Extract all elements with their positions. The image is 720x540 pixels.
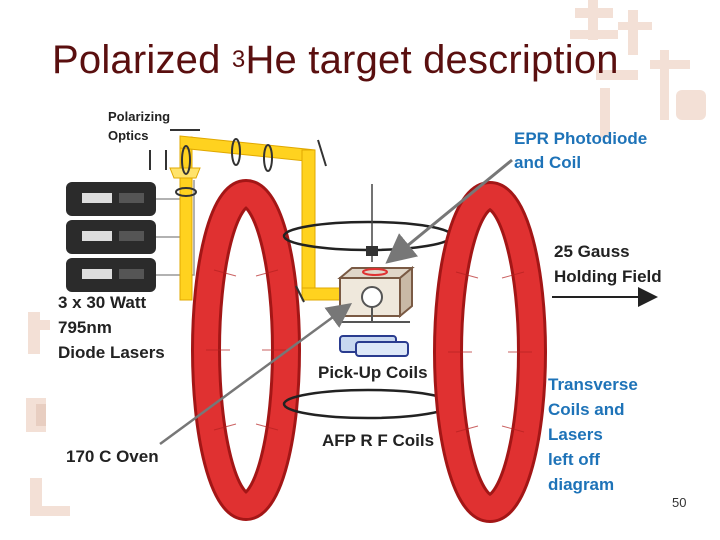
target-oven-box: [337, 265, 415, 323]
left-helmholtz-coil: [191, 179, 301, 521]
slide-title: Polarized 3He target description: [52, 38, 619, 83]
title-prefix: Polarized: [52, 38, 232, 82]
title-suffix: He target description: [245, 38, 619, 82]
right-helmholtz-coil: [433, 181, 547, 523]
label-pick-up-coils: Pick-Up Coils: [318, 363, 428, 382]
oven-pointer-arrow: [159, 303, 353, 446]
pick-up-coils: [339, 335, 409, 357]
diode-laser-box: [66, 258, 156, 292]
label-diode-lasers: 3 x 30 Watt 795nm Diode Lasers: [58, 293, 165, 362]
label-polarizing-optics: Polarizing Optics: [108, 109, 174, 143]
polarizing-optics-elements: [149, 129, 327, 303]
label-transverse-coils: Transverse Coils and Lasers left off dia…: [548, 375, 643, 494]
diode-laser-box: [66, 220, 156, 254]
label-epr-photodiode: EPR Photodiode and Coil: [514, 129, 652, 172]
title-superscript: 3: [231, 46, 246, 73]
epr-pointer-arrow: [385, 158, 513, 264]
diode-laser-box: [66, 182, 156, 216]
page-number: 50: [672, 495, 687, 510]
lower-afp-coil: [282, 388, 454, 420]
label-oven: 170 C Oven: [66, 447, 159, 466]
label-afp-rf-coils: AFP R F Coils: [322, 431, 434, 450]
diode-laser-stack: [66, 182, 156, 292]
label-holding-field: 25 Gauss Holding Field: [554, 242, 662, 286]
